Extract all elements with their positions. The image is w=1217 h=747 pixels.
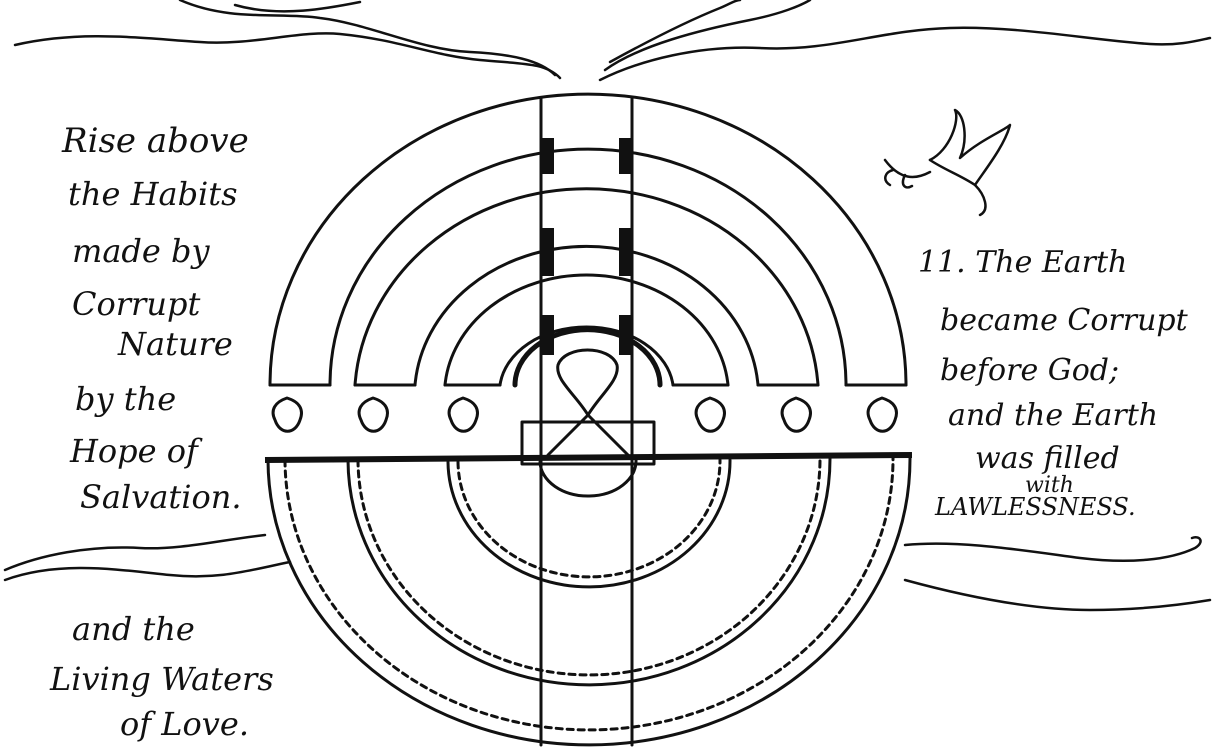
menorah-flame-icon [273,350,896,464]
left-line-1: Rise above [61,121,249,161]
smoke-lines [15,0,1210,80]
right-line-1: 11. The Earth [918,245,1127,280]
left-caption: Rise above the Habits made by Corrupt Na… [61,121,249,516]
left-line-5: Nature [117,325,233,363]
left-line-6: by the [75,380,176,418]
olive-branch-icon [885,160,930,187]
bottom-left-line-2: Living Waters [49,660,274,698]
left-line-8: Salvation. [80,478,242,516]
left-line-7: Hope of [69,432,203,470]
base-line [265,455,912,460]
water-lines [5,535,1210,610]
left-line-4: Corrupt [72,285,200,323]
right-caption: 11. The Earth became Corrupt before God;… [918,245,1189,521]
menorah-branches [270,94,906,385]
dove-icon [930,110,1010,215]
right-line-3: before God; [940,353,1119,388]
right-line-2: became Corrupt [940,303,1189,338]
left-line-3: made by [72,232,211,270]
bottom-left-line-1: and the [72,610,195,648]
right-line-4: and the Earth [948,398,1158,433]
left-line-2: the Habits [68,175,238,213]
right-line-5: was filled [975,441,1120,476]
bottom-left-line-3: of Love. [120,705,249,743]
lower-bowl [268,458,910,745]
right-line-7: LAWLESSNESS. [934,493,1136,521]
bottom-left-caption: and the Living Waters of Love. [49,610,274,743]
